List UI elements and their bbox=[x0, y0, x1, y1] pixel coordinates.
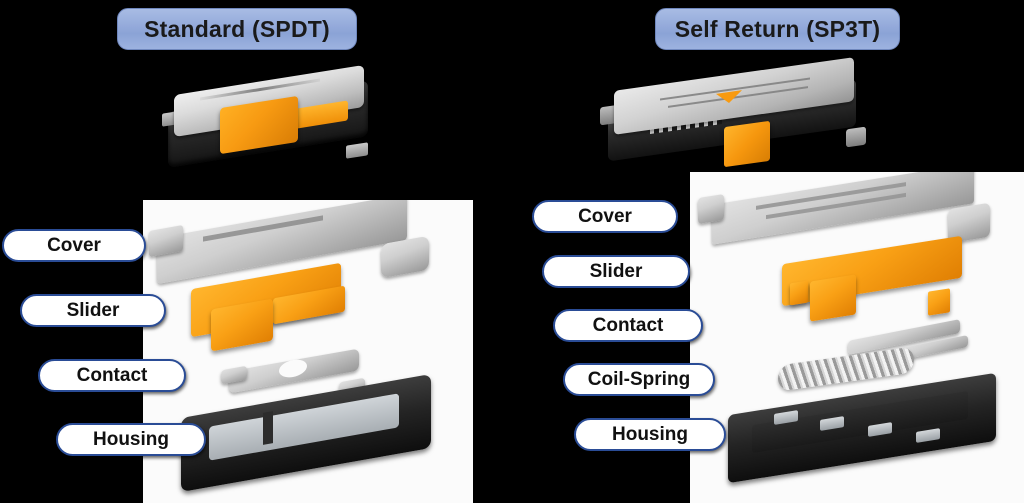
sp3t-terminal-tab-right bbox=[846, 126, 866, 148]
column-title-self-return: Self Return (SP3T) bbox=[655, 8, 900, 50]
exploded-part-cover bbox=[157, 200, 407, 285]
exploded-slider-knob bbox=[810, 274, 856, 322]
spdt-terminal-tab-right bbox=[346, 142, 368, 159]
label-pill-slider-self-return[interactable]: Slider bbox=[542, 255, 690, 288]
exploded-cover-ear-right bbox=[381, 235, 429, 279]
column-title-standard: Standard (SPDT) bbox=[117, 8, 357, 50]
label-pill-housing-self-return[interactable]: Housing bbox=[574, 418, 726, 451]
self-return-sp3t-exploded-view bbox=[690, 172, 1024, 503]
label-pill-contact-standard[interactable]: Contact bbox=[38, 359, 186, 392]
exploded-slider-leg-right bbox=[928, 288, 950, 316]
label-pill-contact-self-return[interactable]: Contact bbox=[553, 309, 703, 342]
exploded-cover-ear-left bbox=[698, 193, 724, 225]
standard-spdt-assembled-switch bbox=[160, 64, 380, 176]
label-pill-cover-standard[interactable]: Cover bbox=[2, 229, 146, 262]
self-return-sp3t-assembled-switch bbox=[598, 57, 868, 176]
standard-spdt-exploded-view bbox=[143, 200, 473, 503]
label-pill-coil-spring-self-return[interactable]: Coil-Spring bbox=[563, 363, 715, 396]
exploded-slider-leg-left bbox=[790, 280, 808, 306]
label-pill-slider-standard[interactable]: Slider bbox=[20, 294, 166, 327]
exploded-housing-rib bbox=[263, 411, 273, 445]
label-pill-cover-self-return[interactable]: Cover bbox=[532, 200, 678, 233]
sp3t-orange-slider bbox=[724, 120, 770, 168]
exploded-part-cover bbox=[712, 172, 974, 245]
exploded-part-coil-spring bbox=[778, 346, 914, 392]
label-pill-housing-standard[interactable]: Housing bbox=[56, 423, 206, 456]
